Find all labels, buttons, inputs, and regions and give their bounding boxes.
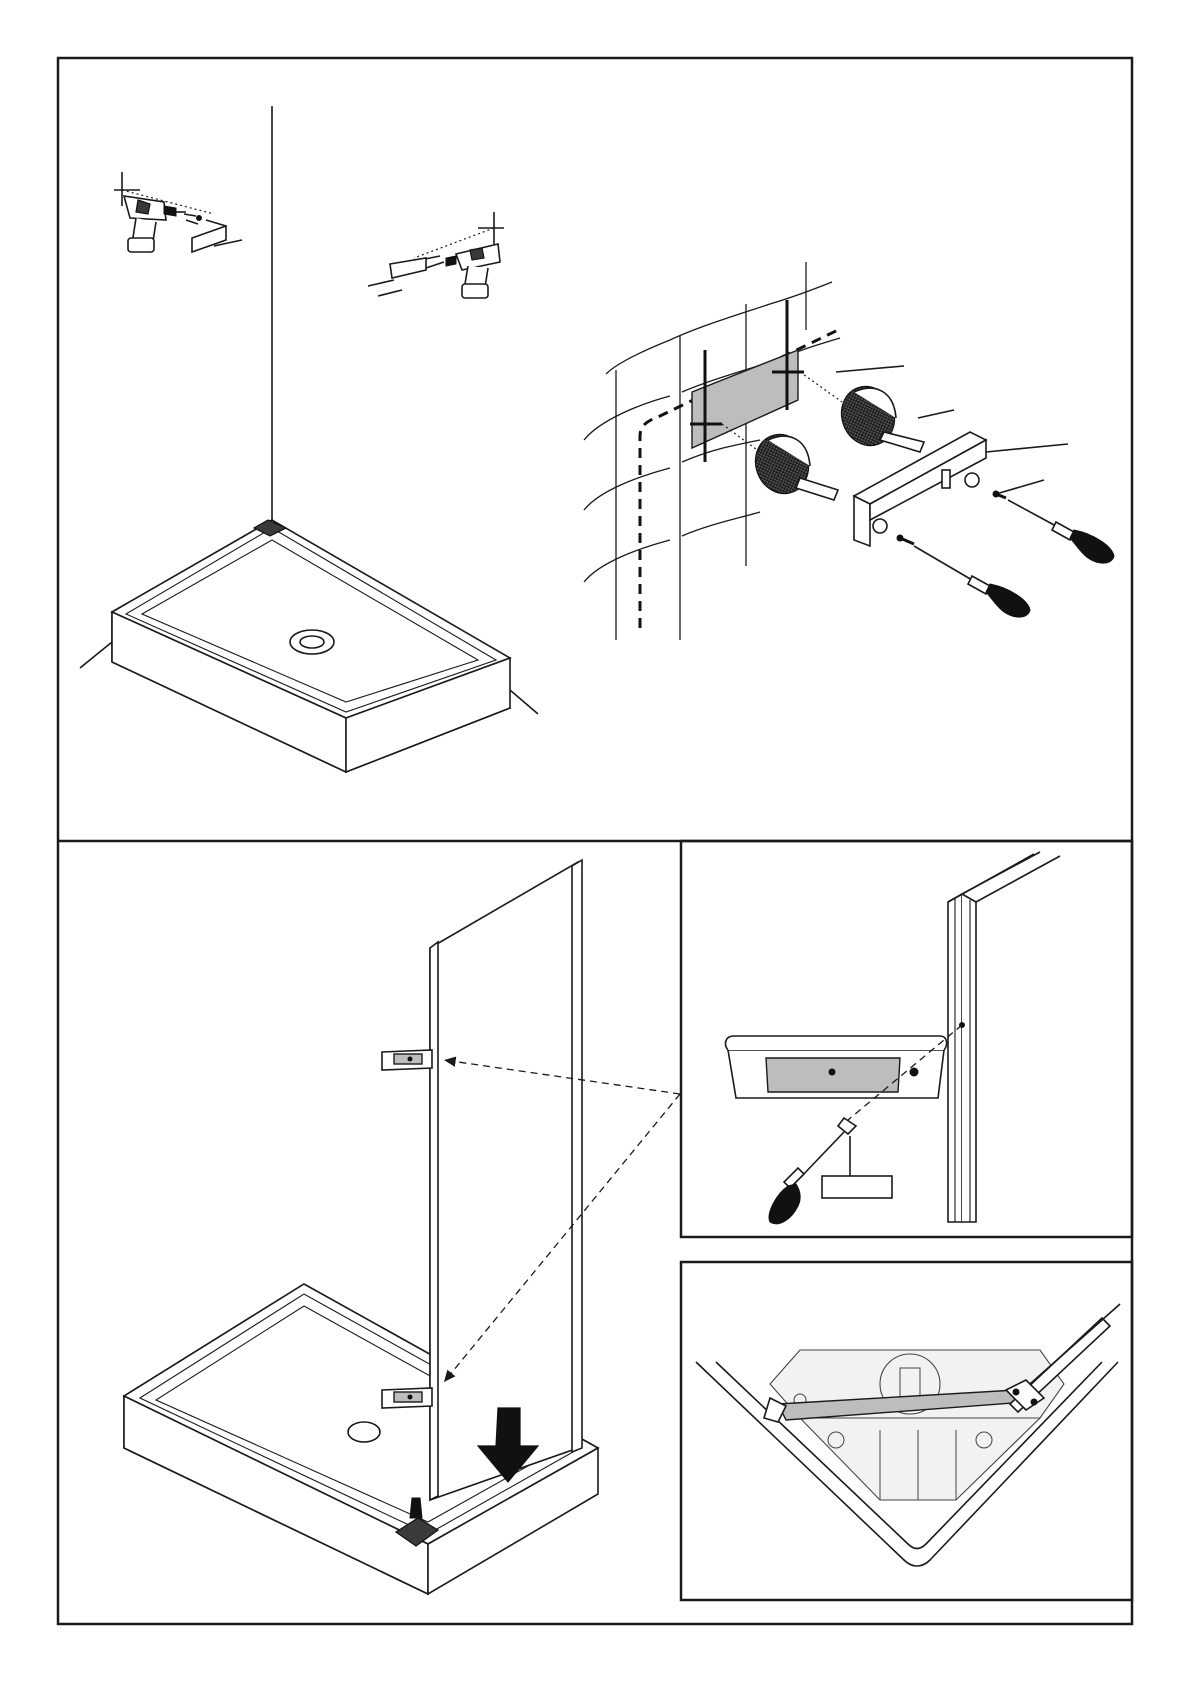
wall-plug-icon (833, 379, 924, 453)
drill-area (692, 350, 798, 448)
drain-outlet (348, 1422, 380, 1442)
wall-plug-icon (747, 427, 838, 501)
screw-size-label-box (822, 1176, 892, 1198)
panel-bracket-screw-detail (726, 852, 1060, 1224)
screwdriver-icon (914, 546, 1030, 617)
corner-base-plate (770, 1350, 1064, 1500)
leader-line (918, 410, 954, 418)
glass-panel (430, 860, 582, 1500)
screwdriver-icon (1008, 500, 1114, 563)
leader-line (996, 480, 1044, 494)
wall-bracket (192, 226, 226, 252)
screwdriver-icon (769, 1118, 856, 1224)
shower-tray (112, 520, 510, 772)
floor-line (80, 642, 112, 668)
drill-icon (446, 244, 500, 298)
screw (897, 535, 914, 544)
wall-bracket (390, 258, 426, 278)
panel-corner-detail (696, 1304, 1120, 1566)
panel-wall-fixing (80, 106, 1114, 772)
wall-bracket (382, 1388, 432, 1408)
panel-panel-placement (124, 860, 680, 1594)
leader-line (986, 444, 1068, 452)
floor-line (510, 690, 538, 714)
wall-bracket (382, 1050, 432, 1070)
profile-bracket (726, 1036, 947, 1098)
profile-end (764, 1398, 786, 1422)
leader-line (836, 366, 904, 372)
